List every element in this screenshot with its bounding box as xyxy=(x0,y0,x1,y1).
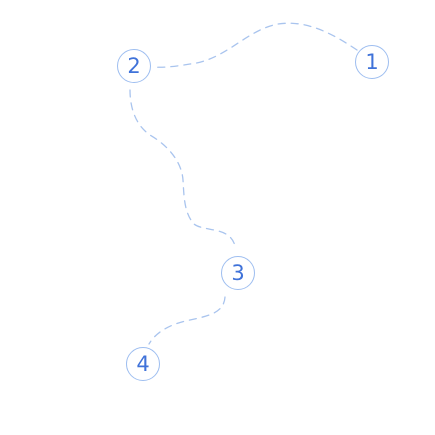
trail-segment-2-3 xyxy=(129,89,236,247)
dot-3-label: 3 xyxy=(231,260,245,285)
trail-segment-1-2 xyxy=(153,22,358,68)
dot-2[interactable]: 2 xyxy=(117,49,151,83)
dot-1-label: 1 xyxy=(365,49,379,74)
dot-3[interactable]: 3 xyxy=(221,256,255,290)
dot-2-label: 2 xyxy=(127,53,141,78)
dot-4-label: 4 xyxy=(136,351,150,376)
dot-4[interactable]: 4 xyxy=(126,347,160,381)
trail-segment-3-4 xyxy=(148,296,226,345)
dot-1[interactable]: 1 xyxy=(355,45,389,79)
